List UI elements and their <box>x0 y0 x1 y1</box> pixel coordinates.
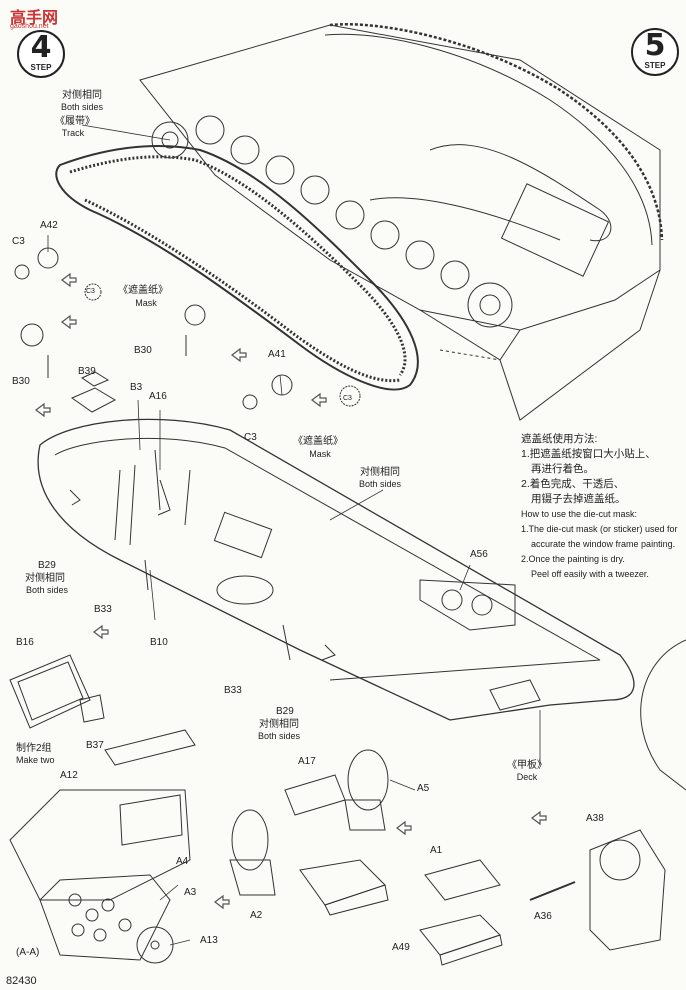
track-label-cn: 《履带》 <box>55 116 95 127</box>
part-b30: B30 <box>134 345 152 356</box>
part-b33: B33 <box>224 685 242 696</box>
leader-lines <box>47 124 541 946</box>
mask-label-en: Mask <box>135 298 157 308</box>
part-a12: A12 <box>60 770 78 781</box>
box-assembly-a4 <box>9 729 196 964</box>
part-b16: B16 <box>16 637 34 648</box>
part-a2: A2 <box>250 910 263 921</box>
part-a41: A41 <box>268 349 286 360</box>
hatch-b16 <box>9 654 105 729</box>
mask-label-en: Mask <box>309 449 331 459</box>
instructions-title-cn: 遮盖纸使用方法: <box>521 433 598 445</box>
track-note-en: Both sides <box>60 102 104 112</box>
track-label-en: Track <box>61 128 85 138</box>
both-sides-cn: 对侧相同 <box>259 719 299 730</box>
step-number: 4 <box>30 30 52 65</box>
part-a56: A56 <box>470 549 488 560</box>
instructions-line: 1.把遮盖纸按窗口大小贴上、 <box>521 448 656 460</box>
winch-assembly-a38 <box>529 829 666 951</box>
step-number: 5 <box>644 28 666 63</box>
make-two-cn: 制作2组 <box>16 743 52 754</box>
part-b29: B29 <box>276 706 294 717</box>
part-a1: A1 <box>430 845 443 856</box>
part-b29: B29 <box>38 560 56 571</box>
bracket-assembly-a5 <box>229 749 389 916</box>
both-sides-en: Both sides <box>358 479 402 489</box>
part-c3: C3 <box>244 432 257 443</box>
section-a-a: (A-A) <box>16 947 40 958</box>
part-b37: B37 <box>86 740 104 751</box>
upper-hull-assembly <box>55 23 664 421</box>
deck-label-en: Deck <box>516 772 538 782</box>
page-number: 82430 <box>6 975 37 987</box>
instructions-line: 用镊子去掉遮盖纸。 <box>531 493 626 505</box>
mask-label-cn: 《遮盖纸》 <box>118 285 168 296</box>
part-a17: A17 <box>298 756 316 767</box>
part-a49: A49 <box>392 942 410 953</box>
part-a13: A13 <box>200 935 218 946</box>
step-word: STEP <box>644 61 666 70</box>
both-sides-cn: 对侧相同 <box>360 467 400 478</box>
step-word: STEP <box>30 63 52 72</box>
instructions-title-en: How to use the die-cut mask: <box>521 509 638 519</box>
part-b33: B33 <box>94 604 112 615</box>
instructions-line: accurate the window frame painting. <box>531 539 676 549</box>
both-sides-en: Both sides <box>25 585 69 595</box>
lower-hull-plate <box>37 418 635 721</box>
step-4-badge: 4 STEP <box>17 30 65 78</box>
part-b30: B30 <box>12 376 30 387</box>
part-a36: A36 <box>534 911 552 922</box>
part-a3: A3 <box>184 887 197 898</box>
direction-arrows <box>35 272 547 910</box>
part-a16: A16 <box>149 391 167 402</box>
track-note-cn: 对侧相同 <box>62 90 102 101</box>
part-a38: A38 <box>586 813 604 824</box>
mask-instructions: 遮盖纸使用方法: 1.把遮盖纸按窗口大小贴上、 再进行着色。 2.着色完成、干透… <box>521 432 681 582</box>
step-5-badge: 5 STEP <box>631 28 679 76</box>
part-b3: B3 <box>130 382 143 393</box>
make-two-en: Make two <box>16 755 55 765</box>
part-c3-mask: C3 <box>86 288 95 295</box>
both-sides-en: Both sides <box>257 731 301 741</box>
part-a5: A5 <box>417 783 430 794</box>
next-part-edge <box>640 639 686 791</box>
mask-label-cn: 《遮盖纸》 <box>293 436 343 447</box>
instructions-line: 2.Once the painting is dry. <box>521 554 625 564</box>
small-parts-upper-left <box>14 247 361 413</box>
instructions-line: Peel off easily with a tweezer. <box>531 569 649 579</box>
part-b39: B39 <box>78 366 96 377</box>
part-a42: A42 <box>40 220 58 231</box>
part-b10: B10 <box>150 637 168 648</box>
both-sides-cn: 对侧相同 <box>25 573 65 584</box>
instructions-line: 再进行着色。 <box>531 463 594 475</box>
part-c3: C3 <box>12 236 25 247</box>
deck-label-cn: 《甲板》 <box>507 760 547 771</box>
instructions-line: 2.着色完成、干透后、 <box>521 478 625 490</box>
rack-assembly-a1 <box>419 859 503 966</box>
part-c3-mask: C3 <box>343 395 352 402</box>
watermark-logo: 高手网 <box>10 8 59 27</box>
instructions-line: 1.The die-cut mask (or sticker) used for <box>521 524 678 534</box>
part-a4: A4 <box>176 856 189 867</box>
watermark-url: gaoshou.net <box>10 23 49 30</box>
